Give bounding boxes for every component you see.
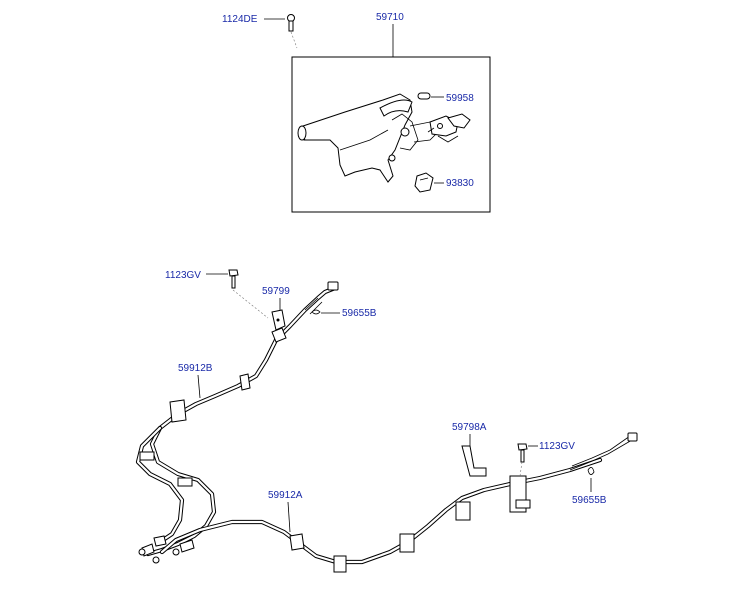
assembly-box-59710: [291, 56, 491, 213]
clip-93830[interactable]: [414, 172, 434, 193]
label-59655b-right[interactable]: 59655B: [572, 495, 607, 506]
label-59710[interactable]: 59710: [376, 12, 404, 23]
bolt-1124de[interactable]: [287, 14, 298, 49]
label-59958[interactable]: 59958: [446, 93, 474, 104]
leader-59912a: [287, 501, 291, 533]
bolt-1123gv-right[interactable]: [517, 443, 528, 463]
lever-switch-bracket[interactable]: [427, 113, 471, 143]
switch-59958[interactable]: [417, 92, 431, 100]
clip-59655b-left[interactable]: [311, 309, 321, 315]
label-59655b-left[interactable]: 59655B: [342, 308, 377, 319]
leader-59912b: [197, 374, 201, 399]
dash-1123gv-right: [519, 461, 523, 477]
label-1123gv-left[interactable]: 1123GV: [165, 270, 201, 281]
parking-brake-lever[interactable]: [297, 93, 441, 183]
bolt-1123gv-left[interactable]: [228, 269, 239, 289]
clip-59655b-right[interactable]: [587, 467, 595, 475]
bracket-59799[interactable]: [271, 309, 286, 331]
label-1124de[interactable]: 1124DE: [222, 14, 258, 25]
label-59799[interactable]: 59799: [262, 286, 290, 297]
cable-59912b[interactable]: [135, 281, 339, 564]
label-59912a[interactable]: 59912A: [268, 490, 303, 501]
label-59912b[interactable]: 59912B: [178, 363, 213, 374]
dash-1123gv-left: [232, 289, 269, 319]
cable-59912a[interactable]: [159, 432, 638, 573]
label-1123gv-right[interactable]: 1123GV: [539, 441, 575, 452]
label-93830[interactable]: 93830: [446, 178, 474, 189]
bracket-59798a[interactable]: [461, 445, 487, 477]
label-59798a[interactable]: 59798A: [452, 422, 487, 433]
